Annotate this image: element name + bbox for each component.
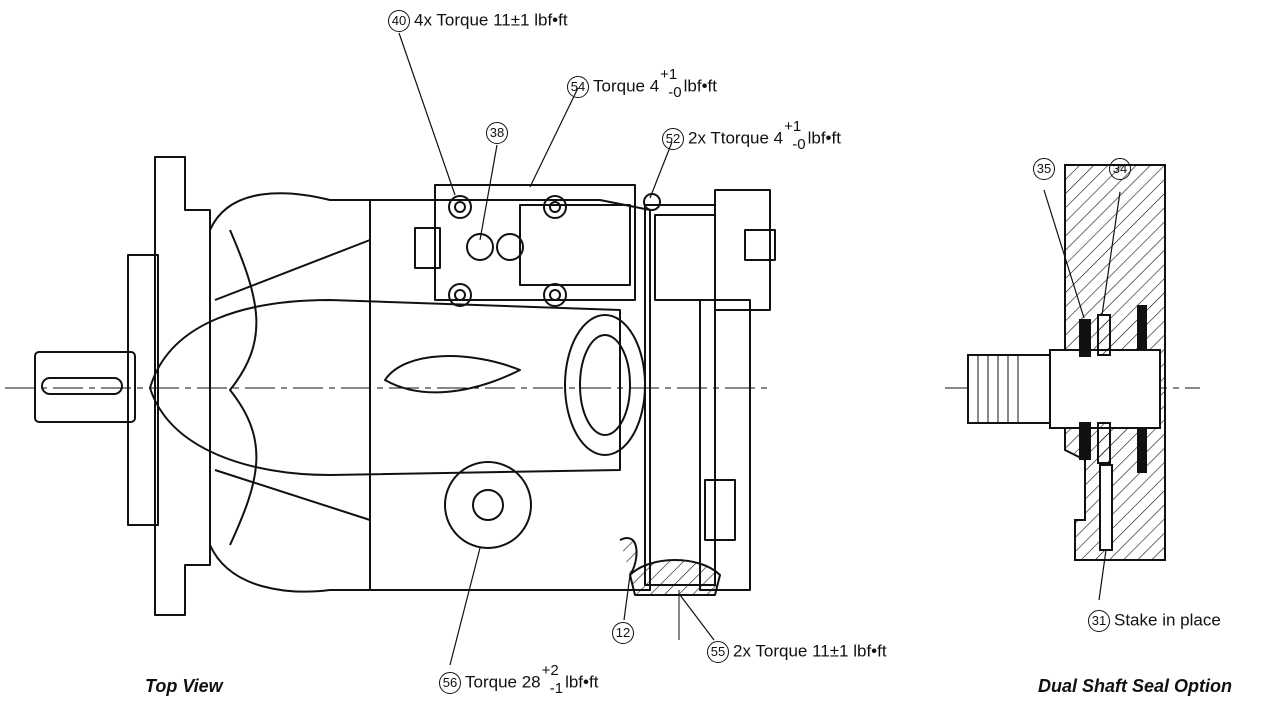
servo-cover: [564, 314, 646, 456]
drain-plug-56: [444, 461, 532, 549]
end-cover: [699, 299, 751, 591]
mounting-flange: [154, 156, 211, 616]
housing-nose: [149, 299, 621, 476]
seal-view-caption: Dual Shaft Seal Option: [1038, 676, 1233, 696]
plug-38b: [496, 233, 524, 261]
housing-contour: [229, 229, 258, 546]
stake-pin: [1099, 464, 1113, 551]
housing-edge-1: [214, 239, 371, 301]
callout-35: 35: [1033, 158, 1059, 180]
spline-shaft: [967, 354, 1051, 424]
plug-38a: [466, 233, 494, 261]
screw-40a: [448, 195, 472, 219]
screw-40d: [543, 283, 567, 307]
plug-12-section: [619, 537, 638, 576]
control-lobe: [384, 355, 521, 394]
port-fitting: [654, 214, 716, 301]
plug-52: [643, 193, 661, 211]
flange-pilot: [127, 254, 159, 526]
shaft-keyway: [41, 377, 123, 395]
housing-edge-2: [214, 469, 371, 521]
seal-34: [1097, 314, 1111, 356]
seal-35: [1079, 319, 1091, 357]
control-spool: [519, 204, 631, 286]
seal-section-view: [945, 164, 1200, 561]
callout-38: 38: [486, 122, 512, 144]
plug-55-section: [629, 559, 721, 596]
shaft: [34, 351, 136, 423]
seal-bore: [1049, 349, 1161, 429]
screw-40c: [448, 283, 472, 307]
callout-34: 34: [1109, 158, 1135, 180]
control-block: [434, 184, 636, 301]
control-cap: [414, 227, 441, 269]
screw-40b: [543, 195, 567, 219]
top-view-outline: [5, 156, 776, 640]
top-view-caption: Top View: [145, 676, 223, 696]
end-cap-boss: [714, 189, 771, 311]
leader-lines: [398, 32, 1121, 666]
callout-12: 12: [612, 622, 638, 644]
